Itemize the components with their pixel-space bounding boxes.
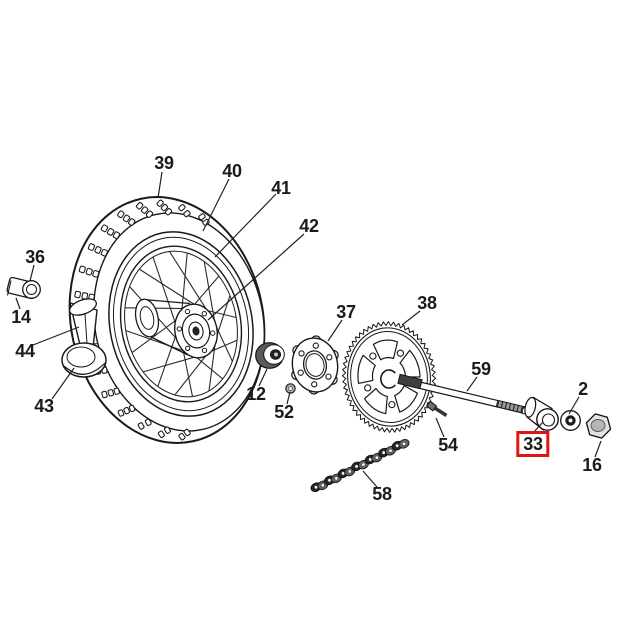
rear-sprocket bbox=[341, 321, 437, 433]
part-label-59[interactable]: 59 bbox=[471, 359, 491, 379]
part-label-54[interactable]: 54 bbox=[438, 435, 458, 455]
axle-spacer-highlighted-part bbox=[524, 396, 559, 431]
part-label-43[interactable]: 43 bbox=[34, 396, 54, 416]
part-label-16[interactable]: 16 bbox=[582, 455, 602, 475]
drive-flange bbox=[291, 335, 339, 395]
adjuster-bolt bbox=[425, 400, 448, 418]
part-label-41[interactable]: 41 bbox=[271, 178, 291, 198]
hub-bolt-holes bbox=[176, 308, 216, 354]
part-label-38[interactable]: 38 bbox=[417, 293, 437, 313]
axle-nut bbox=[585, 413, 612, 439]
part-label-40[interactable]: 40 bbox=[222, 161, 242, 181]
part-label-2[interactable]: 2 bbox=[578, 379, 588, 399]
drive-chain bbox=[310, 439, 410, 492]
part-label-33-highlighted[interactable]: 33 bbox=[516, 431, 550, 457]
leader-lines bbox=[15, 171, 602, 488]
part-label-39[interactable]: 39 bbox=[154, 153, 174, 173]
part-label-44[interactable]: 44 bbox=[15, 341, 35, 361]
axle-bushing bbox=[6, 276, 41, 300]
rear-axle bbox=[397, 373, 528, 415]
axle-washer bbox=[560, 410, 581, 431]
part-label-14[interactable]: 14 bbox=[11, 307, 31, 327]
axle-threads bbox=[496, 400, 523, 414]
part-label-52[interactable]: 52 bbox=[274, 402, 294, 422]
part-label-37[interactable]: 37 bbox=[336, 302, 356, 322]
part-label-58[interactable]: 58 bbox=[372, 484, 392, 504]
part-label-42[interactable]: 42 bbox=[299, 216, 319, 236]
part-label-12[interactable]: 12 bbox=[246, 384, 266, 404]
wheel-bearing bbox=[255, 342, 285, 369]
rear-wheel-drawing bbox=[68, 196, 266, 444]
part-label-36[interactable]: 36 bbox=[25, 247, 45, 267]
small-washer bbox=[285, 383, 296, 394]
